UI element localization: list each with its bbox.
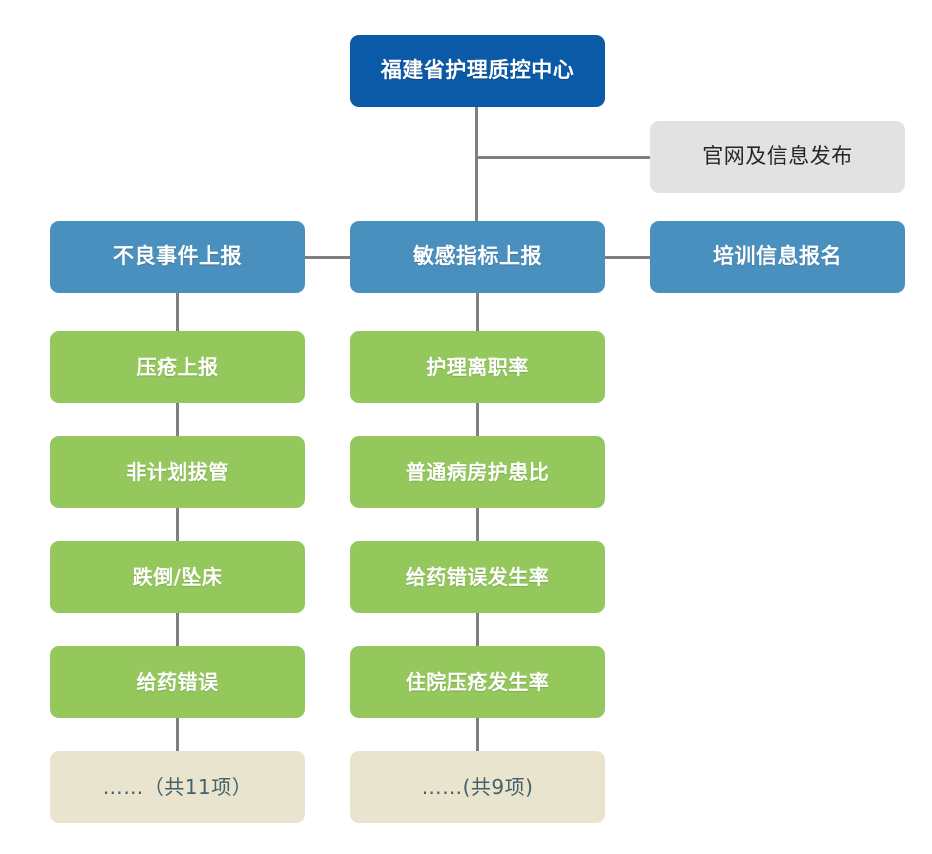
connector-center-3	[476, 507, 479, 547]
connector-left-4	[176, 612, 179, 652]
connector-left-2	[176, 402, 179, 442]
branch-node-training-registration[interactable]: 培训信息报名	[650, 221, 905, 293]
root-node-provincial-nursing-quality-center[interactable]: 福建省护理质控中心	[350, 35, 605, 107]
connector-center-to-right	[603, 256, 653, 259]
leaf-node-left-4[interactable]: 给药错误	[50, 646, 305, 718]
connector-center-5	[476, 717, 479, 757]
connector-center-to-left	[303, 256, 353, 259]
leaf-node-center-1[interactable]: 护理离职率	[350, 331, 605, 403]
leaf-node-center-4[interactable]: 住院压疮发生率	[350, 646, 605, 718]
connector-center-4	[476, 612, 479, 652]
side-note-official-website[interactable]: 官网及信息发布	[650, 121, 905, 193]
connector-root-to-center	[475, 106, 478, 221]
branch-node-sensitive-indicator-reporting[interactable]: 敏感指标上报	[350, 221, 605, 293]
connector-left-1	[176, 292, 179, 332]
leaf-node-center-2[interactable]: 普通病房护患比	[350, 436, 605, 508]
leaf-node-center-more-count[interactable]: ……(共9项)	[350, 751, 605, 823]
branch-node-adverse-event-reporting[interactable]: 不良事件上报	[50, 221, 305, 293]
leaf-node-left-more-count[interactable]: ……（共11项）	[50, 751, 305, 823]
connector-center-1	[476, 292, 479, 332]
leaf-node-left-1[interactable]: 压疮上报	[50, 331, 305, 403]
leaf-node-center-3[interactable]: 给药错误发生率	[350, 541, 605, 613]
connector-center-2	[476, 402, 479, 442]
connector-left-5	[176, 717, 179, 757]
leaf-node-left-2[interactable]: 非计划拔管	[50, 436, 305, 508]
connector-left-3	[176, 507, 179, 547]
leaf-node-left-3[interactable]: 跌倒/坠床	[50, 541, 305, 613]
connector-root-to-sidenote	[475, 156, 651, 159]
